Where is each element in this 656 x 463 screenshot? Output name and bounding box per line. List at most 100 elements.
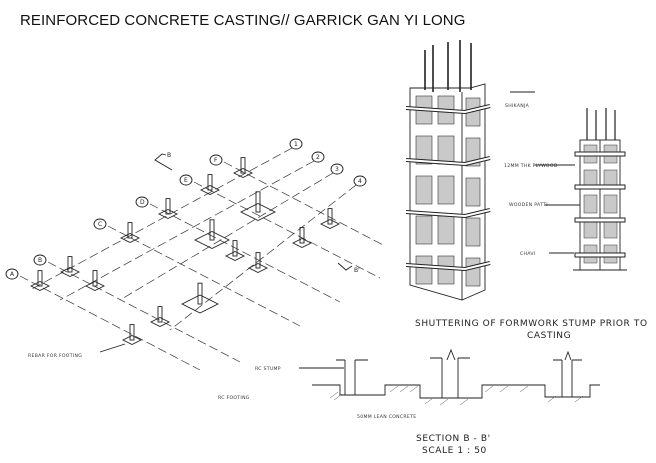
footing (59, 256, 81, 278)
footing-pad (59, 266, 81, 278)
footing (247, 252, 269, 274)
footing (224, 240, 246, 262)
plywood-panel (465, 137, 481, 167)
drawing-title: REINFORCED CONCRETE CASTING// GARRICK GA… (20, 12, 466, 29)
grid-bubble: 3 (330, 163, 344, 175)
grid-bubble-label: 2 (316, 154, 320, 161)
grid-bubble: B (33, 254, 47, 266)
plywood-panel (465, 257, 481, 287)
section-mark-b: B (154, 152, 173, 171)
clamp (574, 252, 626, 258)
stump-post (255, 252, 261, 269)
footing-pad (232, 167, 254, 179)
clamp (574, 217, 626, 223)
grid-bubble-label: 4 (358, 178, 362, 185)
footing (239, 191, 277, 222)
stump-post (129, 324, 135, 341)
footing (157, 198, 179, 220)
clamp (574, 151, 626, 157)
ground-hatching (329, 385, 584, 406)
footing (29, 270, 51, 292)
stump-post (92, 270, 98, 287)
grid-bubble-label: 1 (294, 141, 298, 148)
plywood-panel (437, 175, 455, 205)
plywood-panels (415, 95, 481, 287)
plywood-panel (437, 135, 455, 165)
footing-pad (180, 294, 220, 314)
section-b-b: RC STUMP RC FOOTING 50MM LEAN CONCRETE S… (218, 348, 600, 456)
footing (199, 174, 221, 196)
section-mark-b-label: B (167, 152, 171, 159)
footing-pad (157, 208, 179, 220)
grid-bubble: 1 (289, 138, 303, 150)
stump-post (127, 222, 133, 239)
plywood-panel (603, 219, 618, 239)
stump-post (67, 256, 73, 273)
stump-post (165, 198, 171, 215)
formwork-column-perspective: SHIKANJA 12MM THK PLYWOOD WOODEN PATTI C… (405, 40, 580, 301)
formwork-caption-2: CASTING (527, 331, 571, 341)
plywood-panel (465, 217, 481, 247)
stump-post (157, 306, 163, 323)
grid-bubble-label: E (184, 177, 188, 184)
grid-bubble-label: 3 (335, 166, 339, 173)
plywood-panel (415, 135, 433, 165)
footing-pad (239, 202, 277, 222)
grid-bubble: A (5, 268, 19, 280)
footing-pad (291, 237, 313, 249)
label-rebar-for-footing: REBAR FOR FOOTING (28, 353, 82, 359)
plywood-panel (465, 177, 481, 207)
grid-bubble: F (209, 154, 223, 166)
footing-pad (319, 218, 341, 230)
footing-pad (149, 316, 171, 328)
formwork-column-elevation (573, 108, 627, 271)
grid-bubble-label: F (214, 157, 218, 164)
footing (193, 219, 231, 250)
label-rc-stump: RC STUMP (255, 366, 281, 372)
footing-pad (199, 184, 221, 196)
grid-bubble-label: A (10, 271, 15, 278)
rebars (424, 40, 472, 92)
label-rc-footing: RC FOOTING (218, 395, 250, 401)
plywood-panel (583, 194, 598, 214)
footing-pad (119, 232, 141, 244)
section-scale: SCALE 1 : 50 (422, 446, 487, 456)
footing-pad (193, 230, 231, 250)
footing (121, 324, 143, 346)
footing-pad (84, 280, 106, 292)
footing (232, 157, 254, 179)
footing (119, 222, 141, 244)
grid-bubbles: F E D C B A 1 2 3 4 (5, 138, 367, 280)
plywood-panel (415, 255, 433, 285)
plywood-panel (603, 194, 618, 214)
grid-bubble: D (135, 196, 149, 208)
footings (29, 157, 341, 346)
formwork-caption: SHUTTERING OF FORMWORK STUMP PRIOR TO (415, 319, 648, 329)
grid-bubble-label: C (98, 221, 102, 228)
elevation-panels (574, 144, 626, 264)
stump-post (240, 157, 246, 174)
section-title: SECTION B - B' (416, 434, 491, 444)
footing (291, 227, 313, 249)
plywood-panel (437, 215, 455, 245)
footing-pad (29, 280, 51, 292)
footing-pad (247, 262, 269, 274)
grid-bubble: E (179, 174, 193, 186)
grid-bubble: 2 (311, 151, 325, 163)
footing-pad (121, 334, 143, 346)
stump-post (207, 174, 213, 191)
rebars (586, 108, 616, 140)
footing (149, 306, 171, 328)
footing (319, 208, 341, 230)
grid-bubble: 4 (353, 175, 367, 187)
plywood-panel (415, 175, 433, 205)
label-shikanja: SHIKANJA (505, 103, 530, 109)
label-chavi: CHAVI (520, 251, 536, 257)
grid-bubble: C (93, 218, 107, 230)
label-lean-concrete: 50MM LEAN CONCRETE (357, 414, 416, 420)
clamps (405, 104, 491, 272)
footing-pad (224, 250, 246, 262)
section-mark-b-prime-label: B' (354, 267, 360, 274)
isometric-footing-plan: F E D C B A 1 2 3 4 B B' REBAR FOR FOOTING (5, 138, 386, 371)
